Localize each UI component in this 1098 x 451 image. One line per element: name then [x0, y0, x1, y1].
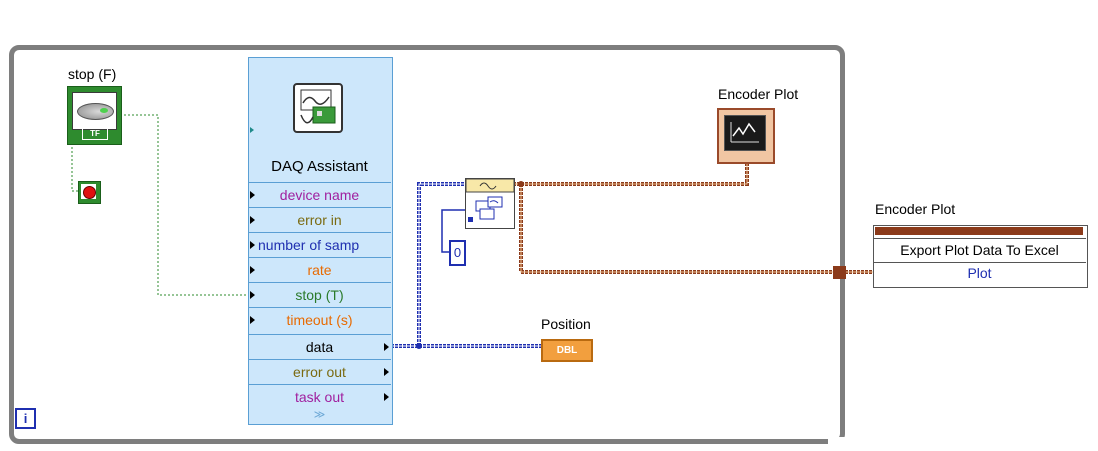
daq-input-device-name[interactable]: device name	[248, 182, 391, 207]
daq-output-error-out[interactable]: error out	[248, 359, 391, 384]
stop-sign-icon	[83, 186, 96, 199]
waveform-wire-to-graph-inner	[513, 160, 748, 185]
expand-chevron-icon[interactable]: ≫	[313, 409, 326, 421]
graph-icon	[724, 115, 766, 151]
loop-frame-gap	[828, 437, 848, 445]
constant-wire	[441, 209, 465, 253]
terminal-label: data	[305, 339, 334, 355]
invoke-node-header-bar	[875, 227, 1083, 235]
waveform-junction	[518, 181, 524, 187]
invoke-method-name[interactable]: Export Plot Data To Excel	[873, 238, 1086, 263]
daq-input-timeout[interactable]: timeout (s)	[248, 307, 391, 332]
daq-input-error-in[interactable]: error in	[248, 207, 391, 232]
build-waveform-icon	[465, 178, 515, 222]
terminal-label: timeout (s)	[286, 312, 353, 328]
waveform-wire-to-invoke	[519, 184, 875, 274]
daq-input-arrow	[250, 127, 254, 133]
terminal-label: stop (T)	[295, 287, 344, 303]
numeric-constant[interactable]: 0	[449, 240, 466, 266]
terminal-label: error out	[293, 364, 346, 380]
waveform-wire-to-invoke-inner	[520, 184, 875, 273]
daq-input-number-of-samples[interactable]: number of samp	[248, 232, 391, 257]
daq-assistant-title: DAQ Assistant	[271, 158, 368, 175]
stop-control-label: stop (F)	[68, 66, 117, 82]
daq-card-icon	[300, 89, 336, 124]
waveform-wire-to-graph	[513, 160, 749, 186]
boolean-type-badge: TF	[82, 128, 108, 140]
boolean-led-highlight	[100, 108, 108, 113]
iteration-terminal[interactable]: i	[15, 408, 36, 429]
invoke-parameter-plot[interactable]: Plot	[967, 265, 992, 281]
daq-input-stop[interactable]: stop (T)	[248, 282, 391, 307]
boolean-led-icon	[77, 103, 114, 120]
daq-output-data[interactable]: data	[248, 334, 391, 359]
boolean-wire-stop-terminal	[71, 143, 78, 192]
while-loop-frame[interactable]	[9, 45, 845, 444]
daq-assistant-icon	[293, 83, 343, 133]
wire-junction	[416, 343, 422, 349]
boolean-wire-stop	[120, 114, 250, 296]
build-waveform-node[interactable]	[465, 178, 515, 229]
position-indicator[interactable]: DBL	[541, 339, 593, 362]
daq-output-task-out[interactable]: task out	[248, 384, 391, 409]
position-indicator-label: Position	[541, 316, 591, 332]
terminal-label: number of samp	[258, 237, 360, 253]
encoder-plot-label: Encoder Plot	[718, 86, 799, 102]
daq-input-rate[interactable]: rate	[248, 257, 391, 282]
terminal-label: rate	[307, 262, 332, 278]
terminal-label: task out	[294, 389, 345, 405]
invoke-node-label: Encoder Plot	[875, 201, 956, 217]
terminal-label: error in	[297, 212, 342, 228]
invoke-node[interactable]	[873, 225, 1088, 288]
loop-tunnel[interactable]	[833, 266, 846, 279]
terminal-label: device name	[279, 187, 360, 203]
data-wire-to-bundle-inner	[418, 183, 465, 346]
